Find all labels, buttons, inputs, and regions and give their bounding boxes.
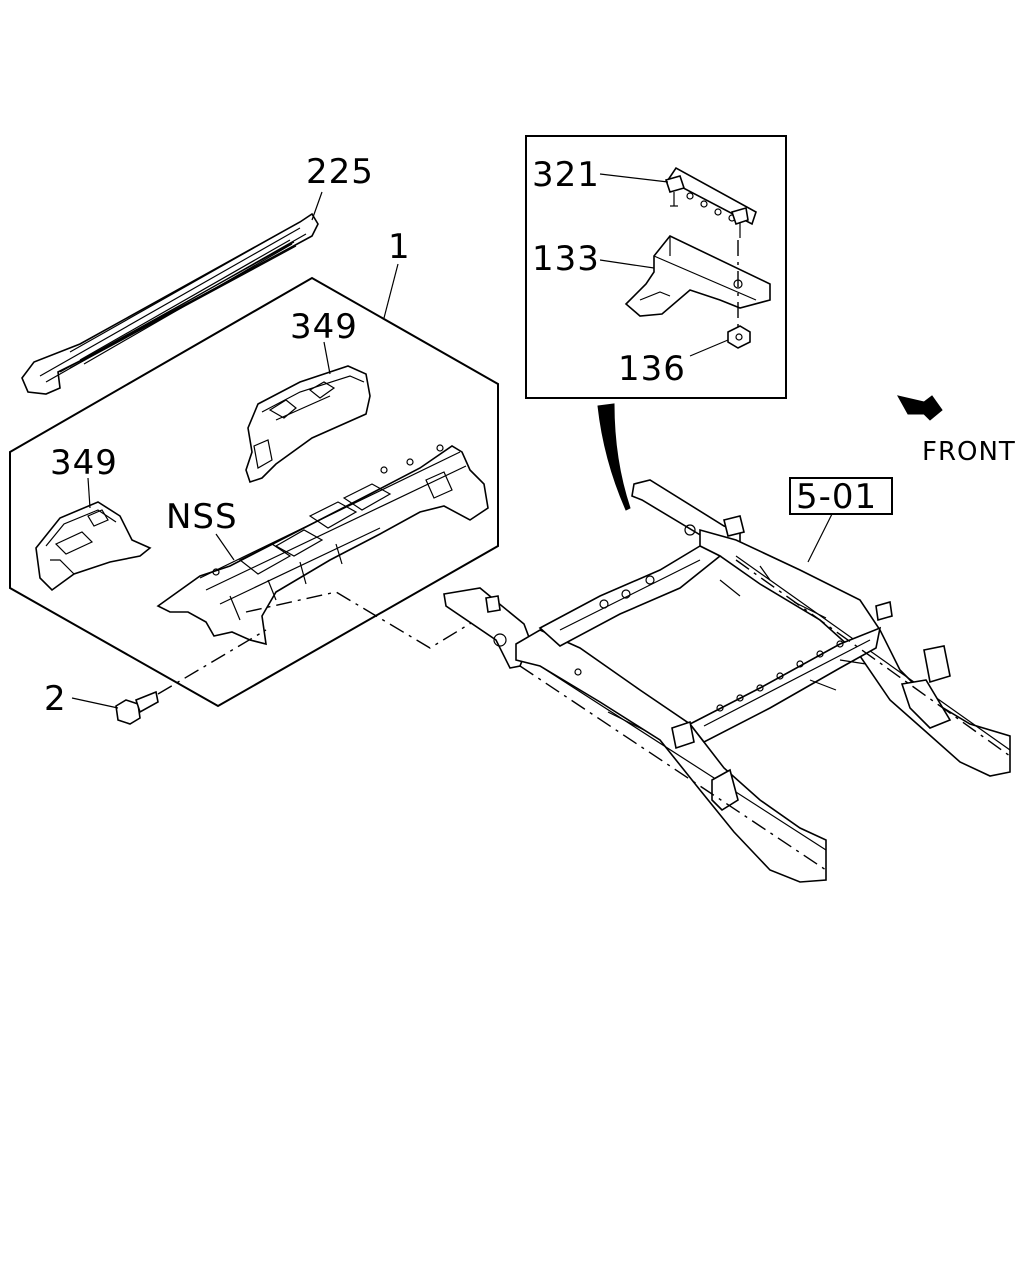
leader-133 — [599, 259, 655, 269]
assembly-reference-line — [245, 591, 477, 649]
leader-1 — [383, 263, 399, 319]
reference-box-5-01 — [789, 477, 893, 515]
nut-part-136 — [727, 325, 751, 349]
callout-321: 321 — [532, 155, 600, 195]
leader-5-01 — [807, 513, 833, 563]
assembly-outline-part-1 — [9, 276, 499, 708]
detail-pointer — [597, 403, 631, 511]
callout-1: 1 — [388, 227, 411, 267]
leader-nss — [215, 533, 235, 561]
detail-inset-box — [525, 135, 787, 399]
callout-2: 2 — [44, 679, 67, 719]
callout-136: 136 — [618, 349, 686, 389]
crossmember-assembly-nss — [156, 444, 489, 646]
callout-349-lower: 349 — [50, 443, 118, 483]
leader-136 — [689, 339, 729, 357]
leader-225 — [311, 191, 323, 221]
bolt-part-2 — [115, 690, 159, 725]
step-cover-part-225 — [21, 212, 319, 395]
bracket-part-349-lower — [35, 501, 152, 592]
plate-part-321 — [664, 166, 757, 238]
bracket-part-349-upper — [245, 365, 371, 484]
callout-133: 133 — [532, 239, 600, 279]
bolt-axis-line — [157, 629, 267, 695]
callout-nss: NSS — [166, 497, 238, 537]
callout-225: 225 — [306, 152, 374, 192]
front-direction-label: FRONT — [922, 437, 1016, 467]
vehicle-frame-chassis — [443, 479, 1011, 883]
leader-2 — [71, 697, 119, 709]
leader-349-lower — [87, 477, 91, 509]
front-arrow-icon — [897, 395, 943, 421]
bracket-part-133 — [624, 235, 771, 317]
callout-349-upper: 349 — [290, 307, 358, 347]
callout-5-01: 5-01 — [796, 477, 877, 517]
leader-321 — [599, 173, 669, 183]
leader-349-upper — [323, 341, 331, 375]
